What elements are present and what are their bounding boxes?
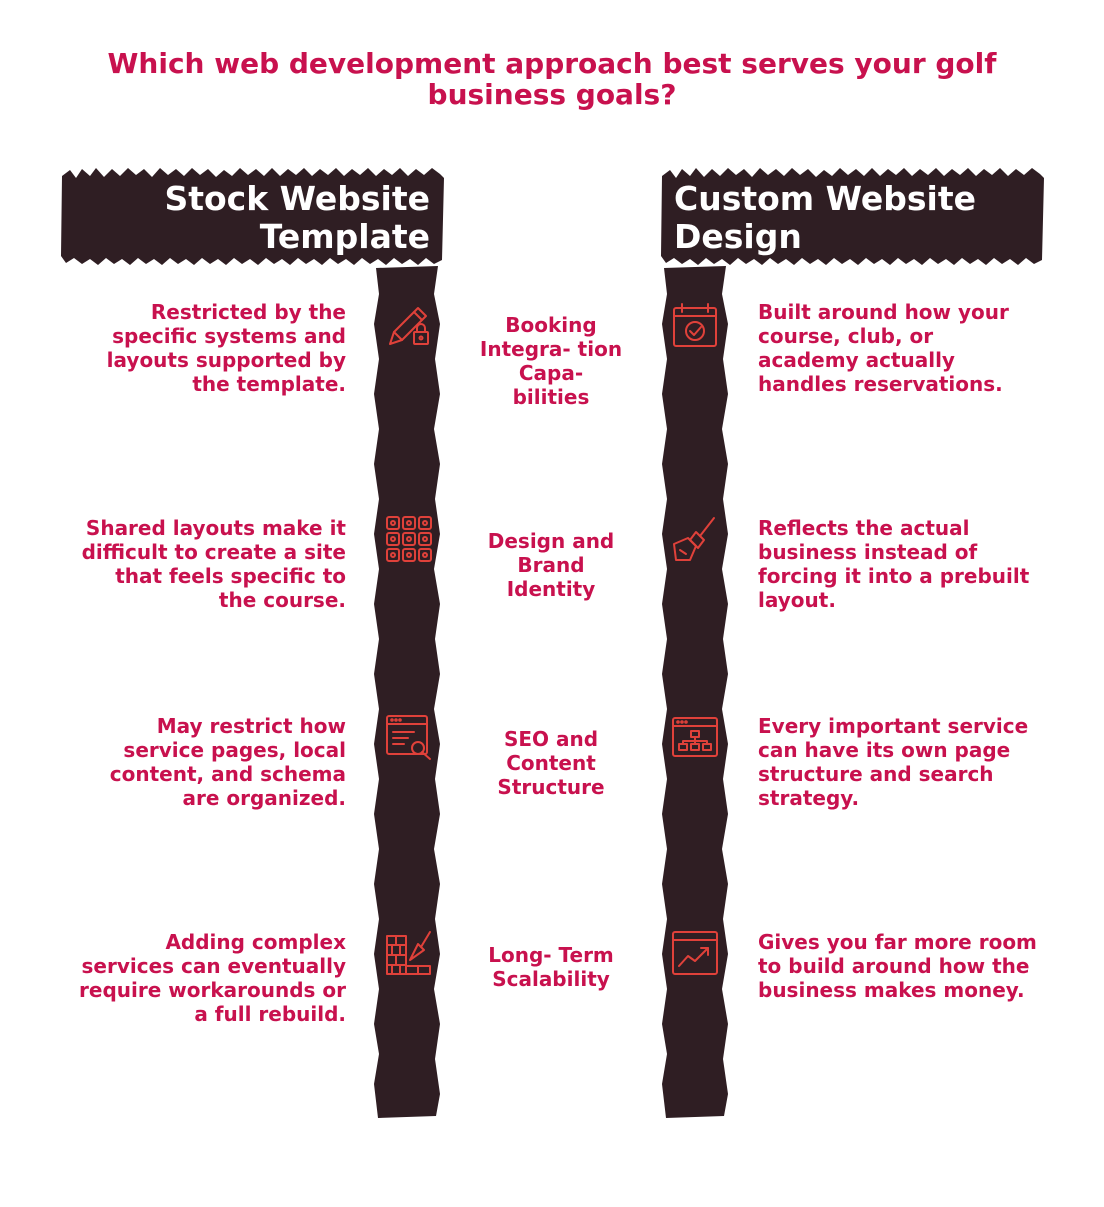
calendar-check-icon (670, 300, 720, 350)
criterion-seo: SEO and Content Structure (497, 727, 605, 799)
left-header-banner: Stock Website Template (60, 166, 445, 266)
left-banner-shape (61, 168, 444, 265)
right-cell-booking: Built around how your course, club, or a… (758, 300, 1009, 396)
right-stripe (662, 266, 728, 1118)
left-cell-scalability: Adding complex services can eventually r… (79, 930, 346, 1026)
left-header-title: Stock Website Template (164, 179, 430, 256)
pencil-lock-icon (384, 300, 434, 350)
criterion-design: Design and Brand Identity (487, 529, 615, 601)
left-cell-seo: May restrict how service pages, local co… (109, 714, 346, 810)
right-header-title: Custom Website Design (674, 179, 977, 256)
right-cell-design: Reflects the actual business instead of … (758, 516, 1030, 612)
left-stripe (374, 266, 440, 1118)
right-header-banner: Custom Website Design (660, 166, 1045, 266)
browser-sitemap-icon (670, 712, 720, 762)
right-cell-scalability: Gives you far more room to build around … (758, 930, 1037, 1002)
right-banner-shape (661, 168, 1044, 265)
brick-wall-trowel-icon (384, 928, 434, 978)
page-title: Which web development approach best serv… (107, 47, 997, 111)
paint-brush-icon (670, 514, 720, 564)
browser-search-icon (384, 712, 434, 762)
left-cell-booking: Restricted by the specific systems and l… (106, 300, 346, 396)
criterion-scalability: Long- Term Scalability (488, 943, 614, 991)
criterion-booking: Booking Integra- tion Capa- bilities (479, 313, 623, 409)
left-cell-design: Shared layouts make it difficult to crea… (81, 516, 346, 612)
growth-chart-icon (670, 928, 720, 978)
right-cell-seo: Every important service can have its own… (758, 714, 1029, 810)
grid-blocks-icon (384, 514, 434, 564)
